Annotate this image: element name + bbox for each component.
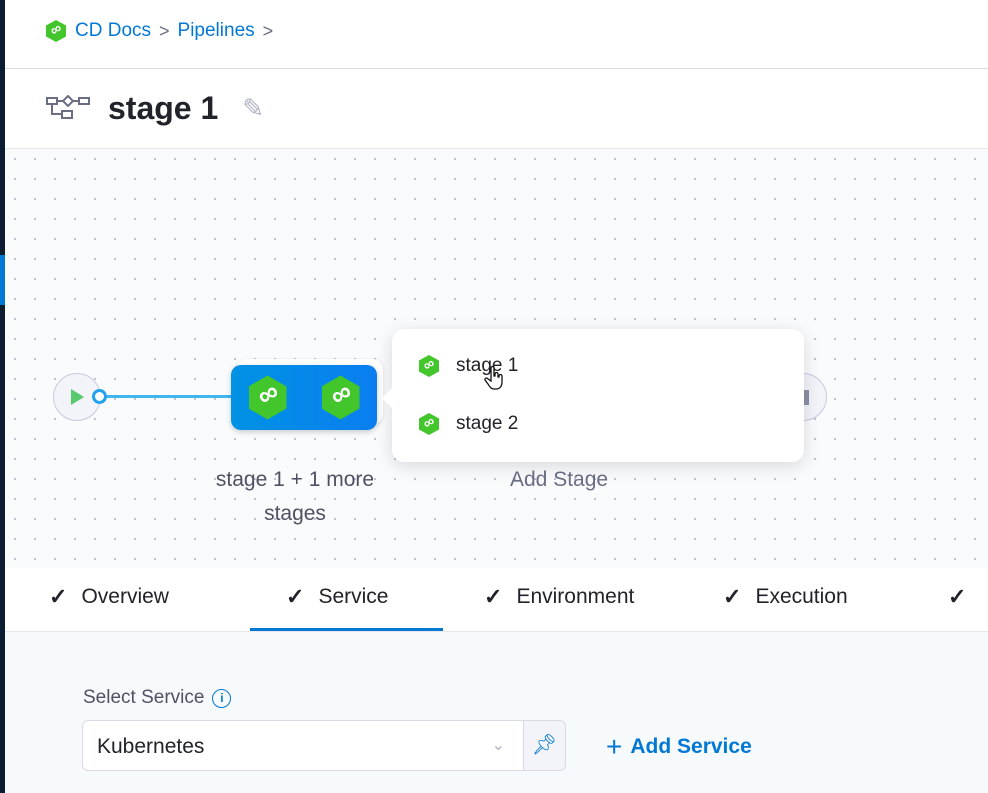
connector-line [107,395,233,398]
pencil-icon[interactable]: ✎ [242,92,265,123]
add-service-button[interactable]: + Add Service [606,731,752,763]
tab-environment[interactable]: ✓ Environment [484,584,634,610]
popover-item-label: stage 2 [456,413,519,434]
check-icon: ✓ [286,584,305,609]
divider [5,68,988,69]
label-text: Select Service [83,687,205,708]
plus-icon: + [606,731,623,762]
tab-label: Overview [81,585,169,608]
deploy-stage-icon [419,413,439,435]
page-header: stage 1 ✎ [46,86,264,130]
popover-item-label: stage 1 [456,355,519,376]
tab-next[interactable]: ✓ [948,584,980,610]
deploy-stage-icon [321,375,360,420]
connector-port[interactable] [92,389,107,404]
select-service-label: Select Service i [83,687,232,709]
check-icon: ✓ [723,584,742,609]
active-tab-indicator [250,628,443,631]
tab-execution[interactable]: ✓ Execution [723,584,848,610]
deploy-stage-icon [419,355,439,377]
nav-active-indicator [0,255,5,305]
check-icon: ✓ [49,584,68,609]
add-stage-label[interactable]: Add Stage [510,468,609,491]
page-title: stage 1 [108,89,219,126]
cd-module-icon [46,20,66,42]
pipeline-stage-icon [46,95,90,119]
left-nav-strip [0,0,5,793]
tab-label: Environment [516,585,635,608]
stage-list-popover: stage 1 stage 2 [382,329,804,462]
stage-group-label: stage 1 + 1 more stages [215,468,375,525]
chevron-down-icon: ⌄ [491,737,505,754]
check-icon: ✓ [948,584,967,609]
popover-item-stage-2[interactable]: stage 2 [419,413,518,435]
start-node[interactable] [53,373,101,421]
deploy-stage-icon [248,375,287,420]
hand-cursor-icon [484,366,503,390]
breadcrumb-separator: > [159,20,170,41]
pin-icon: 📌︎ [531,734,558,756]
tab-label: Execution [755,585,848,608]
stage-tabs: ✓ Overview ✓ Service ✓ Environment ✓ Executi… [5,568,988,632]
popover-item-stage-1[interactable]: stage 1 [419,355,518,377]
tab-label: Service [318,585,389,608]
tab-service[interactable]: ✓ Service [286,584,388,610]
breadcrumb-pipelines[interactable]: Pipelines [177,20,255,41]
info-icon[interactable]: i [212,688,232,708]
breadcrumb: CD Docs > Pipelines > [46,18,281,44]
tab-overview[interactable]: ✓ Overview [49,584,169,610]
service-select-value: Kubernetes [97,735,205,758]
breadcrumb-separator: > [262,20,274,41]
breadcrumb-cd-docs[interactable]: CD Docs [75,20,152,41]
check-icon: ✓ [484,584,503,609]
add-service-label: Add Service [630,735,752,758]
stage-group-node[interactable] [231,365,377,430]
pin-button[interactable]: 📌︎ [523,720,566,771]
service-select[interactable]: Kubernetes ⌄ [82,720,524,771]
